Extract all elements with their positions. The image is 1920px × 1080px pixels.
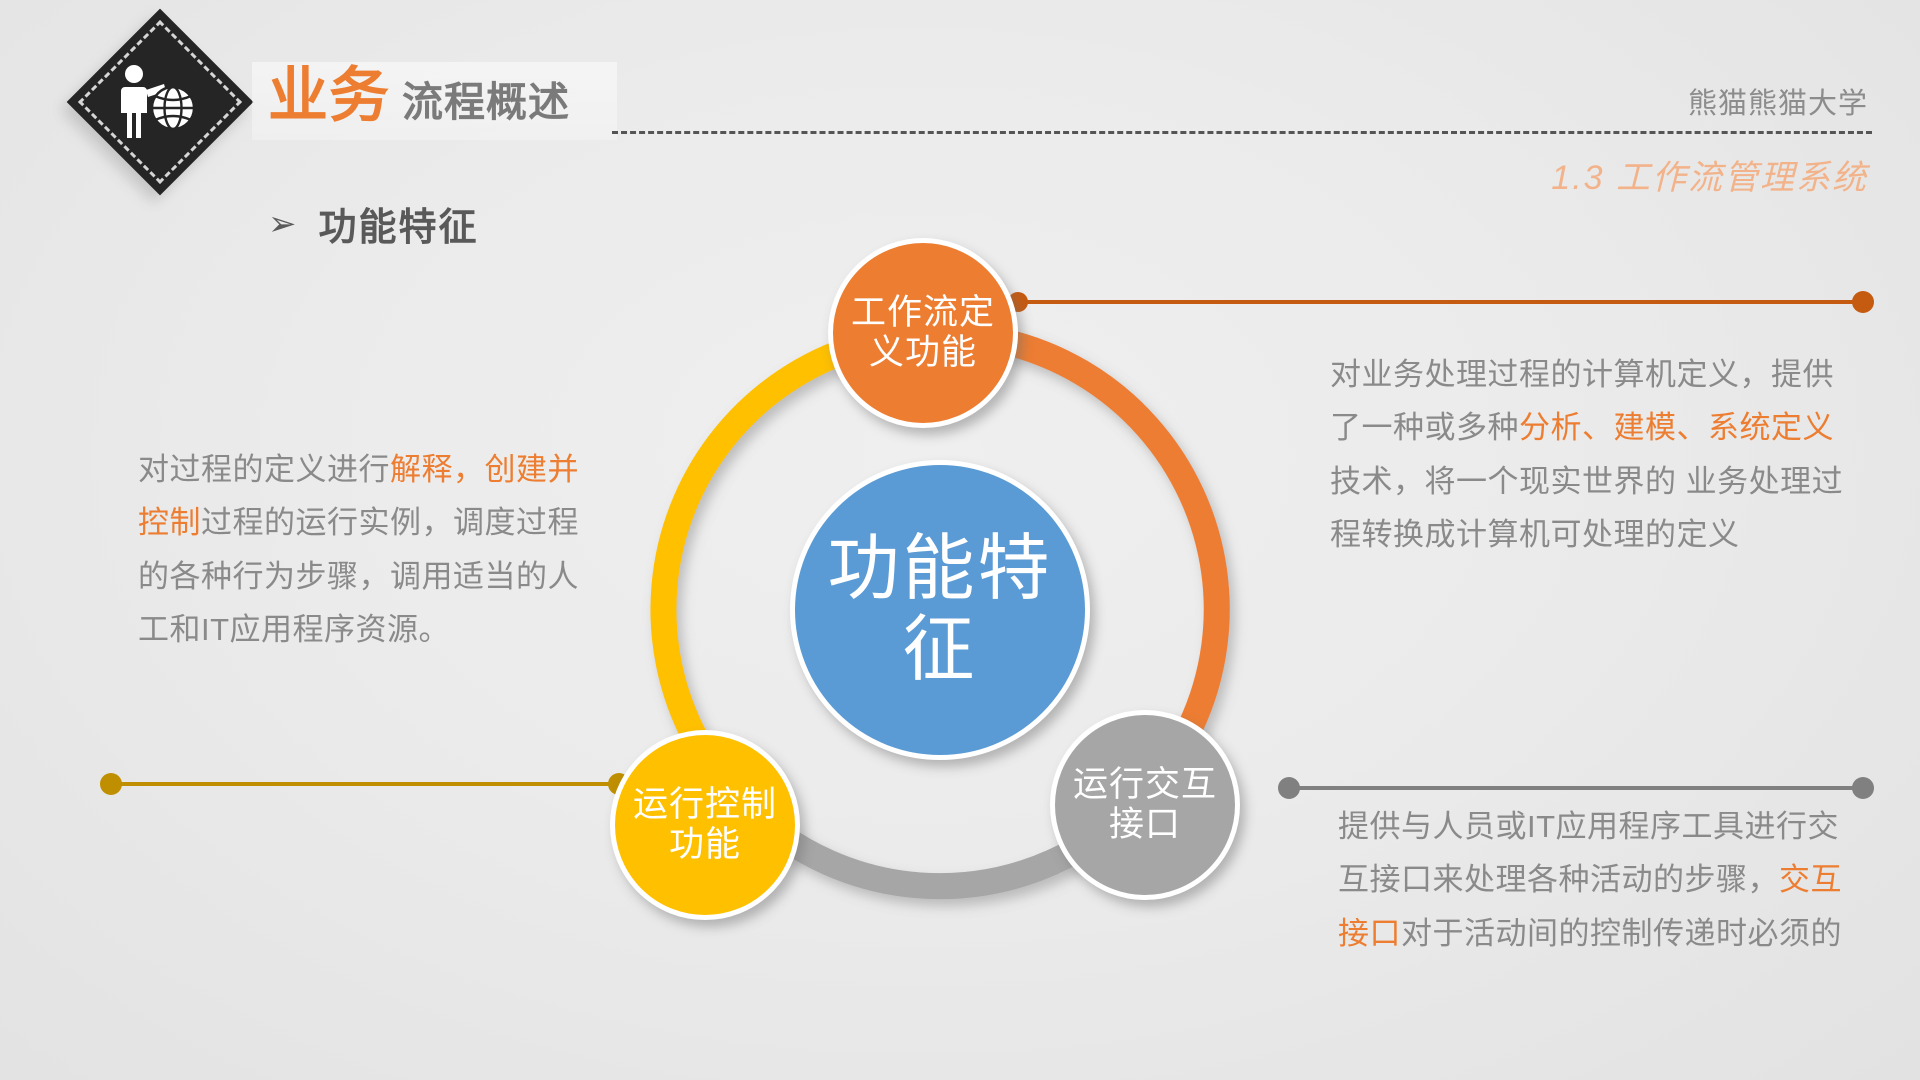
connector-dot-end-operation-control [100,773,122,795]
section-number: 1.3 工作流管理系统 [1551,159,1868,197]
diagram-center-label: 功能特征 [827,529,1053,690]
connector-line-operation-control [112,782,622,786]
connector-dot-end-operation-interface [1852,777,1874,799]
diagram-center-node[interactable]: 功能特征 [790,460,1090,760]
highlighted-text: 分析、建模、系统定义 [1519,410,1834,446]
arrow-bullet-icon: ➢ [268,204,297,243]
body-text: 对过程的定义进行 [138,452,390,487]
body-text: 过程的运行实例，调度过程的各种行为步骤，调用适当的人工和IT应用程序资源。 [138,505,579,647]
brand-logo [60,8,258,212]
diagram-node-operation-interface[interactable]: 运行交互接口 [1050,710,1240,900]
callout-text-right-top: 对业务处理过程的计算机定义，提供了一种或多种分析、建模、系统定义技术，将一个现实… [1330,348,1850,561]
header-divider [612,131,1872,134]
highlighted-text: 交互接口 [1338,862,1842,951]
organization-name: 熊猫熊猫大学 [1687,88,1868,120]
callout-text-left: 对过程的定义进行解释，创建并控制过程的运行实例，调度过程的各种行为步骤，调用适当… [138,443,608,656]
body-text: 对于活动间的控制传递时必须的 [1401,915,1842,951]
section-heading-label: 功能特征 [318,207,479,249]
section-heading: ➢ 功能特征 [268,196,479,251]
diagram-node-label-operation-control: 运行控制功能 [632,785,777,864]
arc-segment-orange [922,321,1230,812]
diagram-node-operation-control[interactable]: 运行控制功能 [610,730,800,920]
body-text: 技术，将一个现实世界的 业务处理过程转换成计算机可处理的定义 [1330,463,1844,552]
highlighted-text: 解释，创建并控制 [138,452,579,541]
callout-text-right-bottom: 提供与人员或IT应用程序工具进行交互接口来处理各种活动的步骤，交互接口对于活动间… [1338,800,1858,960]
connector-line-workflow-definition [1016,300,1864,304]
connector-dot-end-workflow-definition [1852,291,1874,313]
page-title-weak: 流程概述 [402,79,570,125]
diagram-node-label-operation-interface: 运行交互接口 [1072,765,1217,844]
connector-line-operation-interface [1288,786,1864,790]
diagram-node-workflow-definition[interactable]: 工作流定义功能 [828,238,1018,428]
title-panel [252,62,617,140]
circular-diagram: 功能特征 工作流定义功能 运行控制功能 运行交互接口 [560,230,1320,990]
connector-dot-node-operation-interface [1278,777,1300,799]
page-title-strong: 业务 [268,62,390,129]
body-text: 提供与人员或IT应用程序工具进行交互接口来处理各种活动的步骤， [1338,809,1840,898]
presenter-globe-icon [121,65,196,138]
body-text: 对业务处理过程的计算机定义，提供了一种或多种 [1330,357,1834,446]
page-title: 业务流程概述 [268,66,570,126]
diagram-node-label-workflow-definition: 工作流定义功能 [850,293,995,372]
